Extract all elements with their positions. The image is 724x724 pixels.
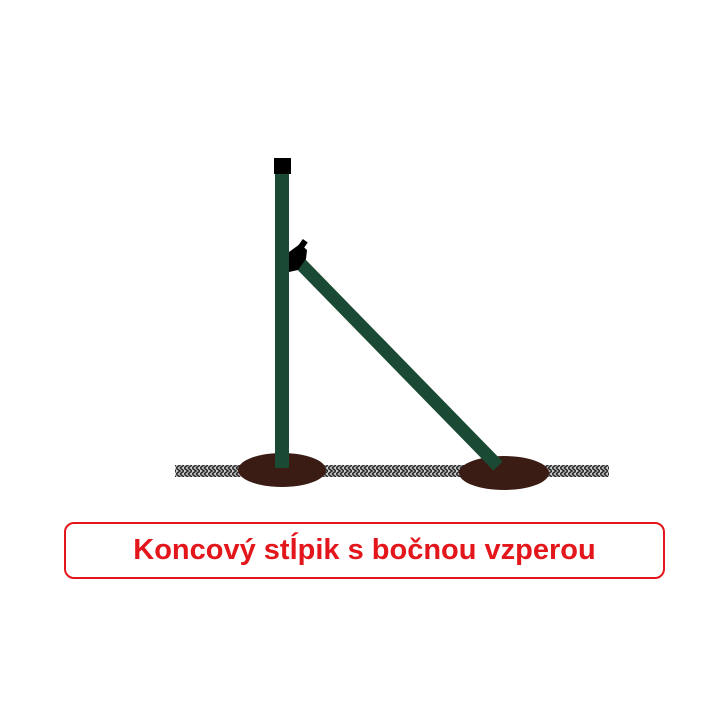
brace-footing <box>459 456 549 490</box>
brace-clamp-icon <box>289 239 308 272</box>
caption-text: Koncový stĺpik s bočnou vzperou <box>133 534 596 566</box>
caption-box: Koncový stĺpik s bočnou vzperou <box>64 522 665 579</box>
post-footing <box>238 453 326 487</box>
fence-post <box>275 172 289 468</box>
side-brace <box>291 254 503 471</box>
post-cap <box>274 158 291 174</box>
